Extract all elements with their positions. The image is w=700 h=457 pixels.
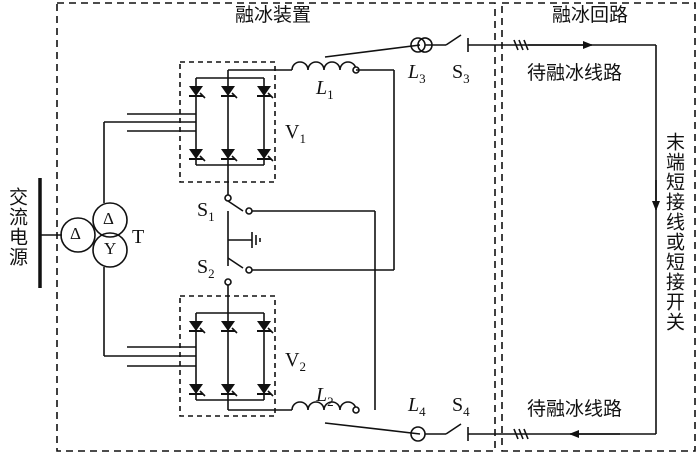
switch-s2-label: S2 — [197, 256, 215, 281]
rectifier-v2-diodes — [188, 320, 274, 397]
transformer — [60, 202, 128, 268]
device-title: 融冰装置 — [235, 4, 312, 26]
transformer-label: T — [132, 226, 145, 248]
rectifier-v1-diodes — [188, 85, 274, 162]
winding-primary: Δ — [70, 224, 81, 243]
bottom-line-label: 待融冰线路 — [527, 398, 623, 420]
winding-secondary-1: Δ — [103, 209, 114, 228]
inductor-l1 — [291, 61, 357, 71]
end-short-label: 末端短接线或短接开关 — [662, 132, 685, 332]
switch-s1-label: S1 — [197, 199, 215, 224]
inductor-l2 — [291, 401, 357, 411]
switch-s1 — [227, 200, 244, 212]
loop-title: 融冰回路 — [552, 4, 629, 26]
switch-s2 — [227, 257, 244, 269]
switch-s4-label: S4 — [452, 394, 470, 419]
inductor-l4-label: L4 — [408, 394, 426, 419]
switch-s3-label: S3 — [452, 61, 470, 86]
rectifier-v2-label: V2 — [285, 349, 306, 374]
switch-s4 — [445, 423, 462, 435]
switch-s3 — [445, 34, 462, 46]
inductor-l3-label: L3 — [408, 61, 426, 86]
ac-source-label: 交流电源 — [5, 187, 28, 267]
device-box — [56, 2, 496, 452]
inductor-l2-label: L2 — [316, 384, 334, 409]
rectifier-v1-label: V1 — [285, 121, 306, 146]
winding-secondary-2: Y — [104, 239, 117, 258]
inductor-l1-label: L1 — [316, 77, 334, 102]
loop-box — [501, 2, 696, 452]
top-line-label: 待融冰线路 — [527, 62, 623, 84]
